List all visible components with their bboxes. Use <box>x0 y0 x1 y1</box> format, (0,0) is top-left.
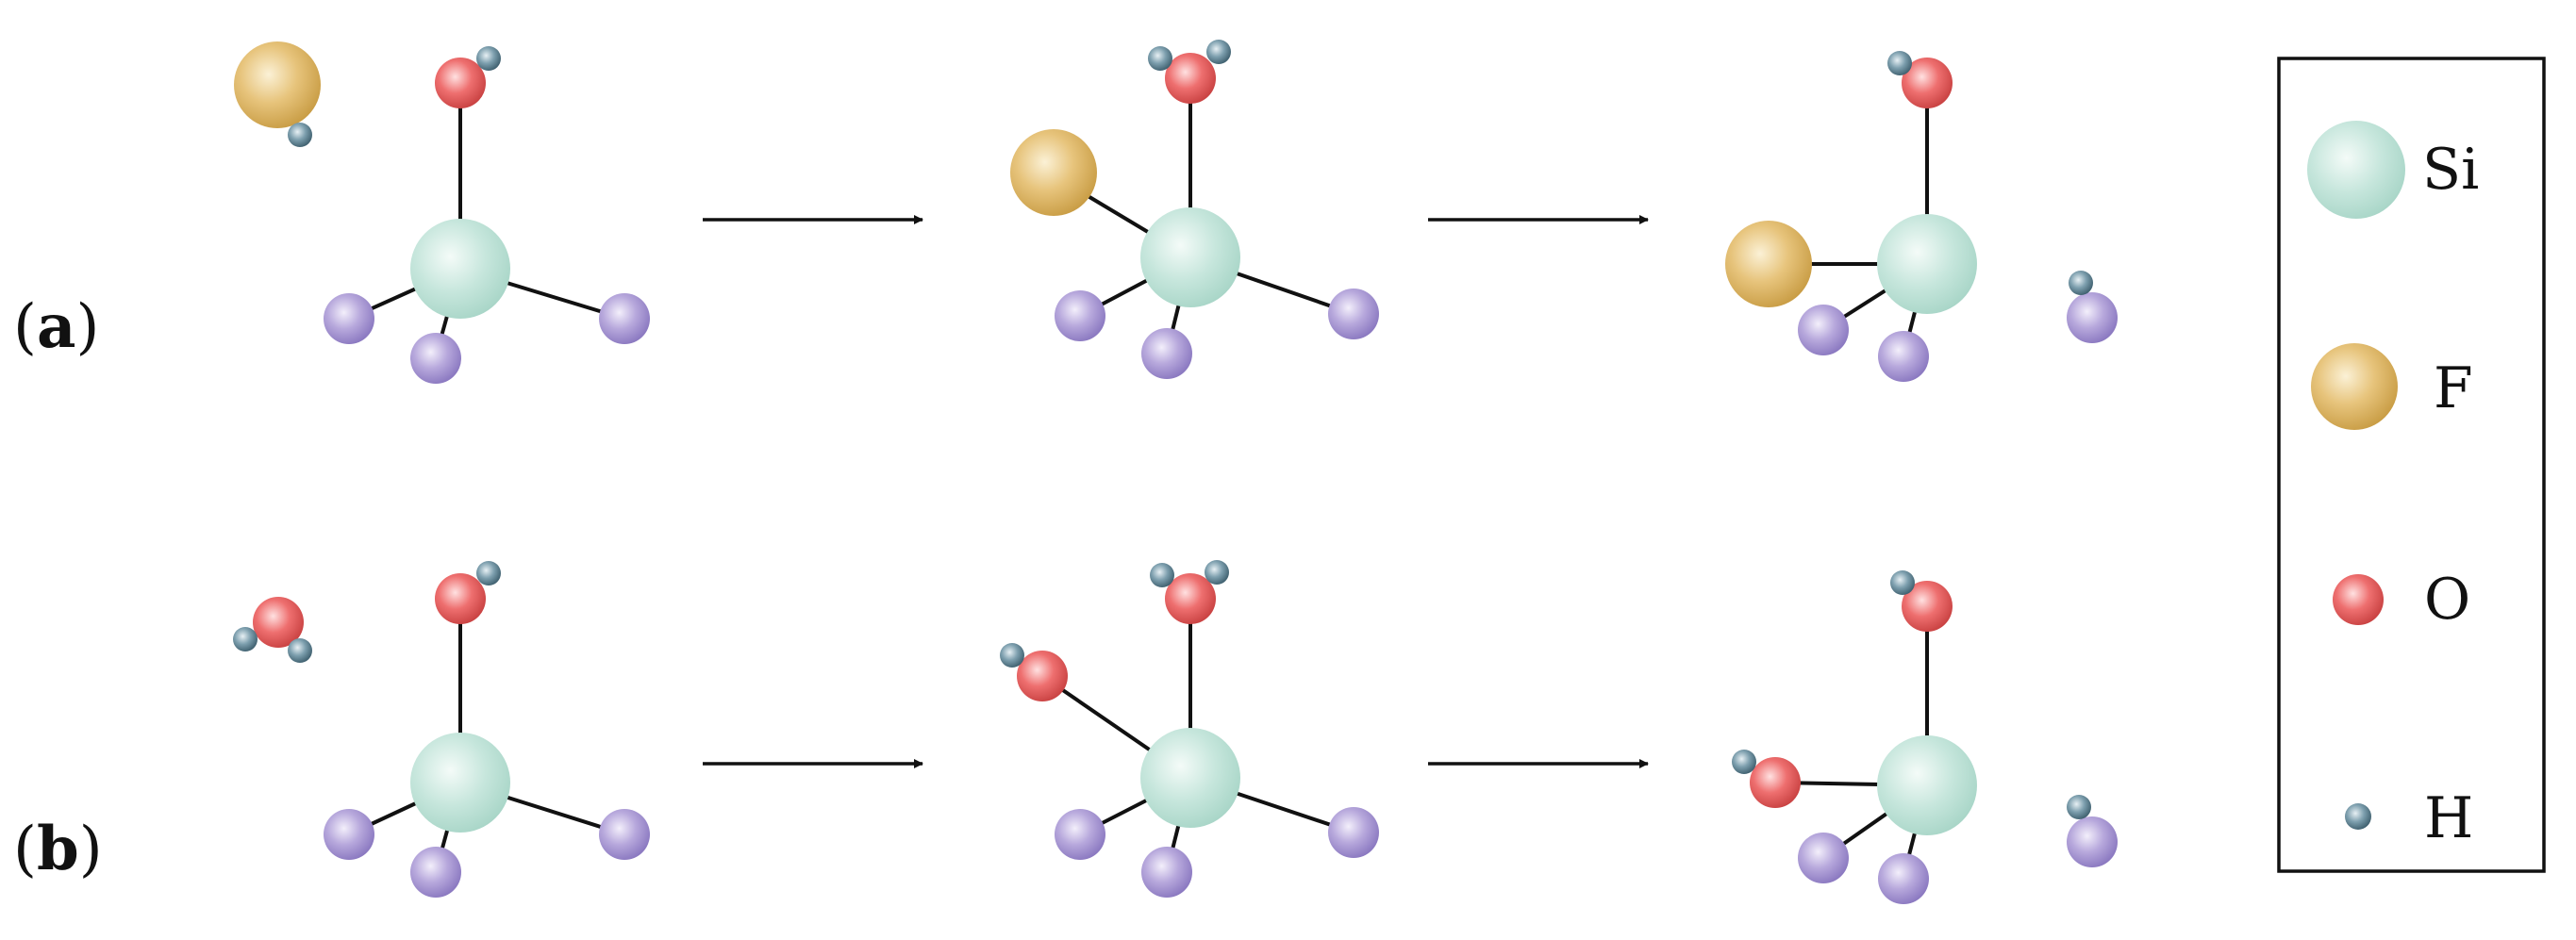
hydrogen-atom <box>1887 51 1912 75</box>
hydrogen-atom <box>2067 795 2091 819</box>
silicon-atom <box>1140 207 1240 307</box>
substituent-atom <box>1878 853 1929 904</box>
substituent-atom <box>1798 833 1849 883</box>
substituent-atom <box>599 809 650 860</box>
substituent-atom <box>1878 331 1929 382</box>
oxygen-atom <box>1165 53 1216 104</box>
panel-label-b: (b) <box>13 814 103 884</box>
molecule-b2 <box>1000 560 1379 898</box>
substituent-atom <box>2067 292 2118 343</box>
molecule-b1 <box>233 561 650 898</box>
hydrogen-atom <box>1205 560 1229 585</box>
legend-item-oxygen: O <box>2333 567 2470 633</box>
silicon-swatch <box>2307 121 2405 219</box>
oxygen-atom <box>435 573 486 624</box>
substituent-atom <box>410 847 461 898</box>
hydrogen-atom <box>476 561 501 585</box>
legend: Si F O H <box>2277 57 2546 873</box>
substituent-atom <box>324 809 374 860</box>
substituent-atom <box>410 333 461 384</box>
silicon-atom <box>410 219 510 319</box>
hydrogen-atom <box>1150 563 1174 587</box>
legend-label-hydrogen: H <box>2424 785 2473 851</box>
hydrogen-atom <box>1890 570 1915 595</box>
hydrogen-atom <box>288 123 312 147</box>
molecule-a2 <box>1010 40 1379 379</box>
legend-label-silicon: Si <box>2422 137 2479 203</box>
substituent-atom <box>324 293 374 344</box>
molecule-a1 <box>234 41 650 384</box>
substituent-atom <box>1328 807 1379 858</box>
hydrogen-atom <box>1000 643 1024 668</box>
substituent-atom <box>2067 816 2118 867</box>
legend-label-oxygen: O <box>2424 567 2470 633</box>
oxygen-atom <box>1902 581 1953 632</box>
hydrogen-atom <box>1148 46 1172 71</box>
panel-label-a: (a) <box>13 291 99 362</box>
oxygen-atom <box>435 58 486 108</box>
legend-item-silicon: Si <box>2307 121 2479 219</box>
oxygen-atom <box>253 597 304 648</box>
oxygen-atom <box>1165 573 1216 624</box>
substituent-atom <box>599 293 650 344</box>
oxygen-atom <box>1017 651 1068 701</box>
hydrogen-atom <box>288 638 312 663</box>
row-b <box>233 560 2118 904</box>
fluorine-swatch <box>2311 343 2398 430</box>
hydrogen-atom <box>233 627 258 651</box>
oxygen-swatch <box>2333 574 2384 625</box>
hydrogen-swatch <box>2345 803 2371 830</box>
fluorine-atom <box>1725 221 1812 307</box>
substituent-atom <box>1141 328 1192 379</box>
row-a <box>234 40 2118 384</box>
substituent-atom <box>1055 290 1105 341</box>
legend-label-fluorine: F <box>2434 355 2473 421</box>
molecule-b3 <box>1732 570 2118 904</box>
substituent-atom <box>1798 305 1849 355</box>
oxygen-atom <box>1902 58 1953 108</box>
legend-item-hydrogen: H <box>2345 785 2473 851</box>
hydrogen-atom <box>2069 271 2093 295</box>
silicon-atom <box>1877 735 1977 835</box>
silicon-atom <box>1877 214 1977 314</box>
silicon-atom <box>410 733 510 833</box>
hydrogen-atom <box>1732 750 1756 774</box>
fluorine-atom <box>234 41 321 128</box>
molecule-a3 <box>1725 51 2118 382</box>
substituent-atom <box>1055 809 1105 860</box>
substituent-atom <box>1141 847 1192 898</box>
hydrogen-atom <box>476 46 501 71</box>
oxygen-atom <box>1750 757 1801 808</box>
substituent-atom <box>1328 289 1379 339</box>
hydrogen-atom <box>1206 40 1231 64</box>
legend-item-fluorine: F <box>2311 343 2473 430</box>
silicon-atom <box>1140 728 1240 828</box>
fluorine-atom <box>1010 129 1097 216</box>
